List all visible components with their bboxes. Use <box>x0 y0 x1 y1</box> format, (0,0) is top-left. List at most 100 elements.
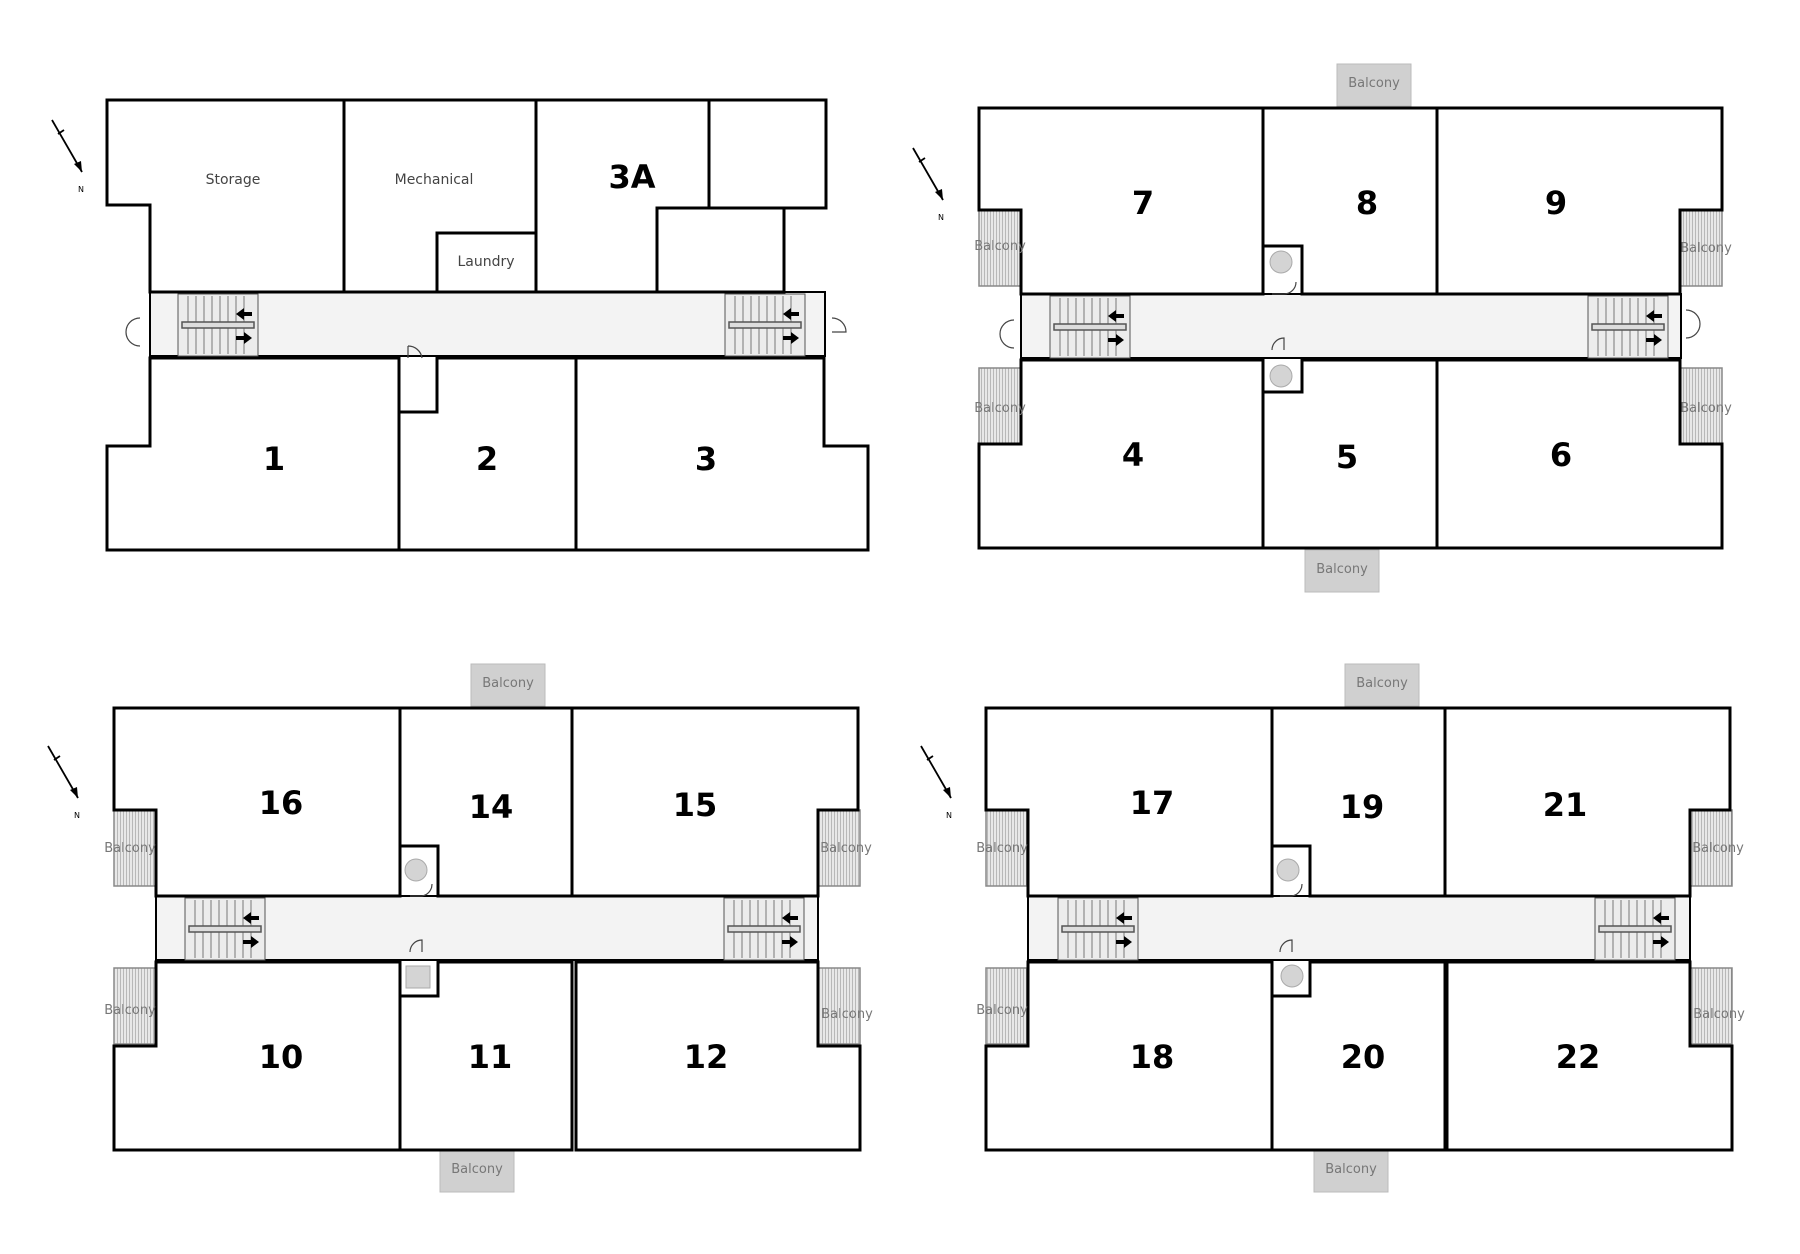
stairs-right-4 <box>1594 897 1676 961</box>
room-label-mechanical: Mechanical <box>395 172 474 188</box>
fixture-icon <box>1269 250 1293 274</box>
unit-label-14: 14 <box>469 788 514 826</box>
unit-label-18: 18 <box>1130 1038 1175 1076</box>
unit-18-outline <box>984 960 1274 1152</box>
stairs-right-1 <box>724 293 806 357</box>
north-label: N <box>938 213 944 222</box>
balcony-label: Balcony <box>1316 562 1368 577</box>
north-label: N <box>74 811 80 820</box>
unit-label-2: 2 <box>476 440 498 478</box>
unit-label-9: 9 <box>1545 184 1567 222</box>
unit-10-outline <box>112 960 402 1152</box>
plan-floor-4: N 17 19 21 18 20 22 Balcony Balcony Balc… <box>920 663 1745 1193</box>
stairs-left-3 <box>184 897 266 961</box>
unit-20-outline <box>1270 960 1447 1152</box>
balcony-label: Balcony <box>1680 241 1732 256</box>
door-icon <box>410 883 433 897</box>
unit-4-outline <box>977 358 1265 550</box>
room-label-laundry: Laundry <box>457 254 514 270</box>
unit-label-16: 16 <box>259 784 304 822</box>
room-label-storage: Storage <box>206 172 261 188</box>
plan-floor-2: N 7 8 9 4 5 6 Balcony Balcony <box>912 63 1732 593</box>
balcony-label: Balcony <box>104 841 156 856</box>
door-icon <box>1280 883 1303 897</box>
balcony-left-top <box>113 809 157 887</box>
unit-label-10: 10 <box>259 1038 304 1076</box>
room-lower-right <box>655 206 786 294</box>
unit-label-17: 17 <box>1130 784 1175 822</box>
unit-label-22: 22 <box>1556 1038 1601 1076</box>
unit-label-6: 6 <box>1550 436 1572 474</box>
room-upper-right <box>707 98 828 210</box>
balcony-label: Balcony <box>974 239 1026 254</box>
compass-3: N <box>47 745 80 820</box>
compass-1: N <box>51 119 84 194</box>
balcony-label: Balcony <box>821 1007 873 1022</box>
balcony-label: Balcony <box>1680 401 1732 416</box>
balcony-left-top <box>978 209 1022 287</box>
balcony-right-bottom <box>1689 967 1733 1045</box>
unit-label-3a: 3A <box>608 158 655 196</box>
balcony-bottom <box>1304 549 1380 593</box>
door-icon <box>409 939 423 953</box>
plan-floor-3: N 16 14 15 10 11 12 Balcony Balcony Balc… <box>47 663 873 1193</box>
balcony-left-bottom <box>978 367 1022 445</box>
balcony-top <box>470 663 546 707</box>
north-label: N <box>946 811 952 820</box>
north-label: N <box>78 185 84 194</box>
balcony-bottom <box>439 1149 515 1193</box>
door-icon <box>1271 337 1285 351</box>
unit-3a-outline <box>534 98 711 294</box>
unit-22-outline <box>1445 960 1734 1152</box>
unit-15-outline <box>570 706 860 898</box>
unit-1-outline <box>105 356 401 552</box>
unit-label-11: 11 <box>468 1038 513 1076</box>
balcony-label: Balcony <box>976 1003 1028 1018</box>
balcony-label: Balcony <box>1356 676 1408 691</box>
fixture-icon <box>404 858 428 882</box>
balcony-label: Balcony <box>1692 841 1744 856</box>
unit-label-19: 19 <box>1340 788 1385 826</box>
balcony-label: Balcony <box>820 841 872 856</box>
balcony-label: Balcony <box>104 1003 156 1018</box>
unit-21-outline <box>1443 706 1732 898</box>
room-storage <box>105 98 346 294</box>
corridor-1 <box>149 291 826 357</box>
balcony-left-bottom <box>113 967 157 1045</box>
stairs-right-3 <box>723 897 805 961</box>
compass-2: N <box>912 147 944 222</box>
compass-4: N <box>920 745 952 820</box>
corridor-3 <box>155 895 819 961</box>
unit-label-4: 4 <box>1122 436 1144 474</box>
unit-label-5: 5 <box>1336 438 1358 476</box>
corridor-2 <box>1020 293 1682 359</box>
fixture-icon <box>1269 364 1293 388</box>
door-icon <box>831 317 847 333</box>
unit-9-outline <box>1435 106 1724 296</box>
balcony-top <box>1336 63 1412 107</box>
fixture-icon <box>405 965 431 989</box>
balcony-right-bottom <box>817 967 861 1045</box>
unit-7-outline <box>977 106 1265 296</box>
balcony-label: Balcony <box>482 676 534 691</box>
stairs-left-1 <box>177 293 259 357</box>
balcony-label: Balcony <box>976 841 1028 856</box>
unit-label-3: 3 <box>695 440 717 478</box>
balcony-label: Balcony <box>1693 1007 1745 1022</box>
stairs-left-2 <box>1049 295 1131 359</box>
door-icon <box>999 319 1015 349</box>
door-icon <box>1272 281 1297 295</box>
door-icon <box>125 317 141 347</box>
door-icon <box>407 345 423 359</box>
balcony-top <box>1344 663 1420 707</box>
door-icon <box>1279 939 1293 953</box>
unit-12-outline <box>574 960 862 1152</box>
unit-label-21: 21 <box>1543 786 1588 824</box>
unit-label-1: 1 <box>263 440 285 478</box>
unit-6-outline <box>1435 358 1724 550</box>
unit-label-12: 12 <box>684 1038 729 1076</box>
door-icon <box>1685 309 1701 339</box>
unit-label-20: 20 <box>1341 1038 1386 1076</box>
unit-11-outline <box>398 960 574 1152</box>
